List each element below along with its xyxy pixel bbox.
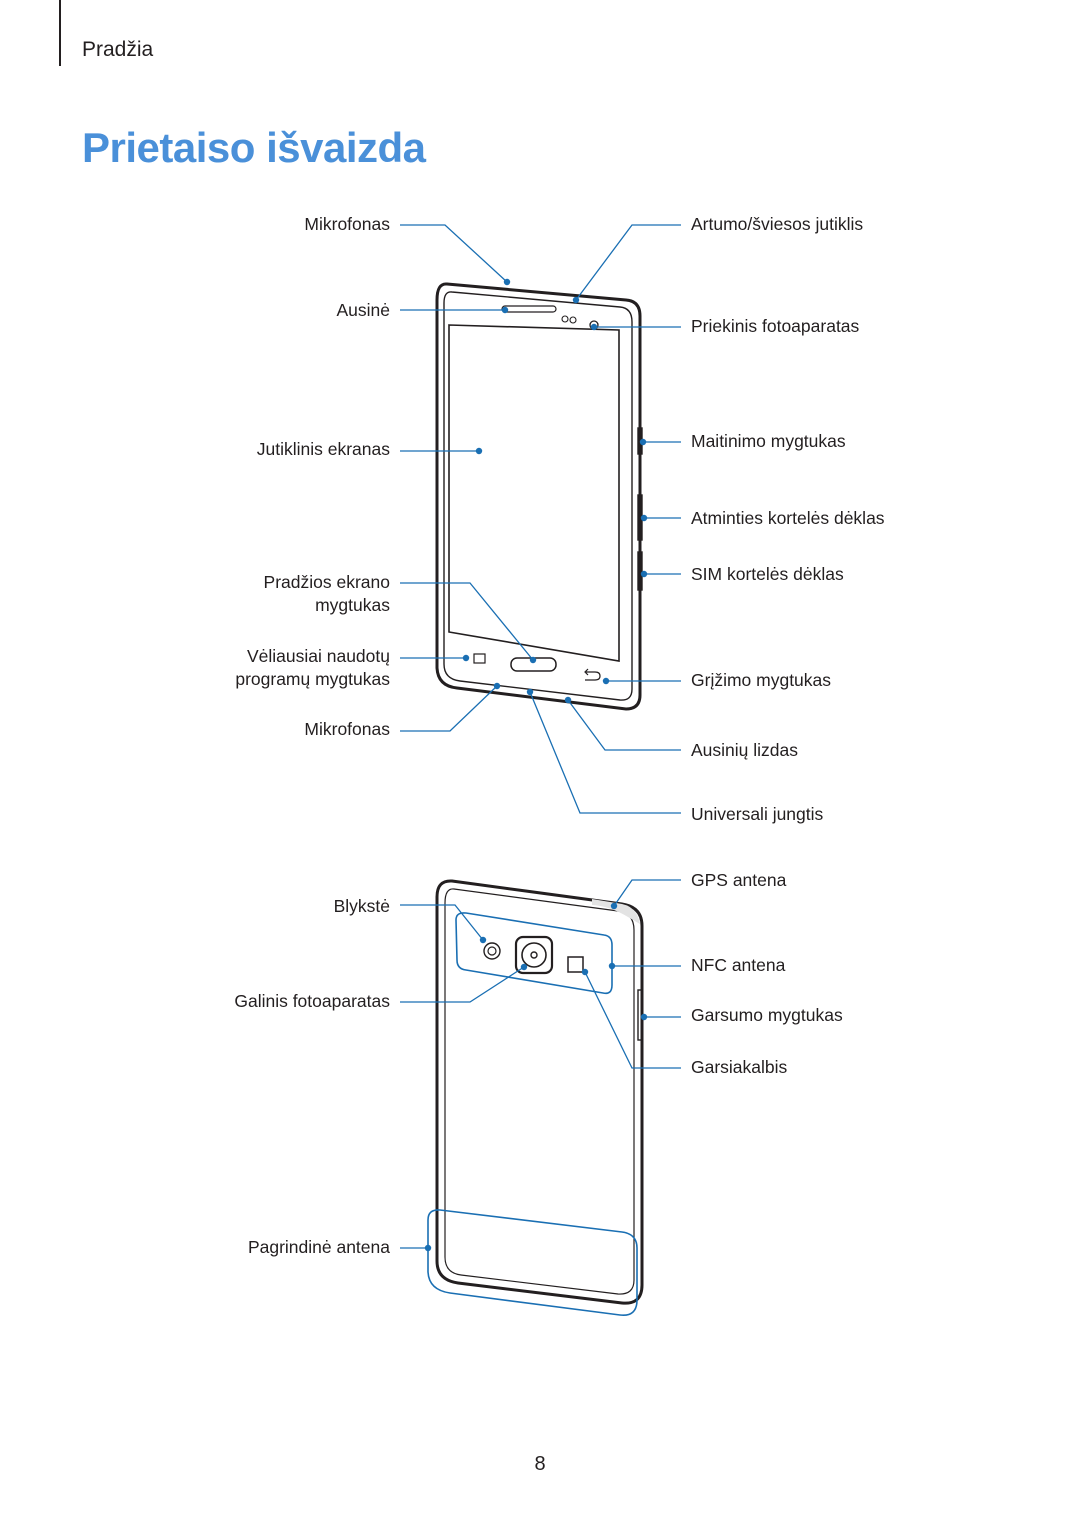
label-headset-jack: Ausinių lizdas — [691, 740, 798, 760]
margin-rule — [59, 0, 61, 66]
label-recent-line2: programų mygtukas — [235, 669, 390, 689]
front-phone-outer — [435, 282, 642, 711]
label-microphone-bottom: Mikrofonas — [304, 719, 390, 739]
main-antenna-zone — [427, 1209, 638, 1317]
label-proximity-sensor: Artumo/šviesos jutiklis — [691, 214, 864, 234]
label-flash: Blykstė — [333, 896, 390, 916]
back-callout-dots — [424, 902, 648, 1252]
label-earpiece: Ausinė — [336, 300, 390, 320]
label-recent-apps-button: Vėliausiai naudotų programų mygtukas — [235, 645, 390, 691]
label-front-camera: Priekinis fotoaparatas — [691, 316, 860, 336]
back-phone — [435, 879, 644, 1305]
sensor-dot-2 — [569, 316, 577, 324]
rear-camera-housing — [514, 935, 554, 975]
label-microphone-top: Mikrofonas — [304, 214, 390, 234]
label-touchscreen: Jutiklinis ekranas — [256, 439, 390, 459]
section-header: Pradžia — [82, 38, 154, 61]
label-speaker: Garsiakalbis — [691, 1057, 788, 1077]
back-callouts — [400, 879, 681, 1249]
label-recent-line1: Vėliausiai naudotų — [246, 646, 390, 666]
back-antenna-outlines — [427, 912, 638, 1317]
front-phone — [435, 282, 643, 711]
label-memory-card-tray: Atminties kortelės dėklas — [691, 508, 885, 528]
flash-lens — [487, 946, 497, 956]
label-nfc-antenna: NFC antena — [691, 955, 786, 975]
gps-zone — [592, 899, 640, 924]
label-rear-camera: Galinis fotoaparatas — [234, 991, 390, 1011]
speaker-grille — [567, 956, 584, 973]
label-volume-key: Garsumo mygtukas — [691, 1005, 843, 1025]
front-callout-dots — [462, 278, 648, 704]
rear-camera-ring — [521, 942, 547, 968]
label-gps-antenna: GPS antena — [691, 870, 787, 890]
touch-screen — [448, 324, 620, 662]
recent-apps-key — [473, 653, 486, 664]
back-key-glyph — [584, 668, 601, 681]
page-number: 8 — [534, 1453, 546, 1475]
back-phone-outer — [435, 879, 644, 1305]
label-sim-tray: SIM kortelės dėklas — [691, 564, 844, 584]
earpiece-grille — [501, 305, 557, 313]
label-back-key: Grįžimo mygtukas — [691, 670, 832, 690]
volume-key — [637, 989, 643, 1041]
label-home-line1: Pradžios ekrano — [263, 572, 390, 592]
label-main-antenna: Pagrindinė antena — [247, 1237, 390, 1257]
nfc-antenna-zone — [455, 912, 613, 995]
back-phone-inner — [444, 888, 635, 1295]
label-home-line2: mygtukas — [315, 595, 390, 615]
front-callouts — [400, 224, 681, 814]
sim-tray — [637, 551, 643, 591]
page-title: Prietaiso išvaizda — [82, 124, 426, 171]
sensor-dot — [561, 315, 569, 323]
front-phone-bezel — [443, 291, 633, 701]
flash-ring — [483, 942, 501, 960]
label-usb-connector: Universali jungtis — [691, 804, 824, 824]
label-power-key: Maitinimo mygtukas — [691, 431, 846, 451]
label-home-button: Pradžios ekrano mygtukas — [264, 571, 390, 617]
rear-camera-lens — [530, 951, 538, 959]
